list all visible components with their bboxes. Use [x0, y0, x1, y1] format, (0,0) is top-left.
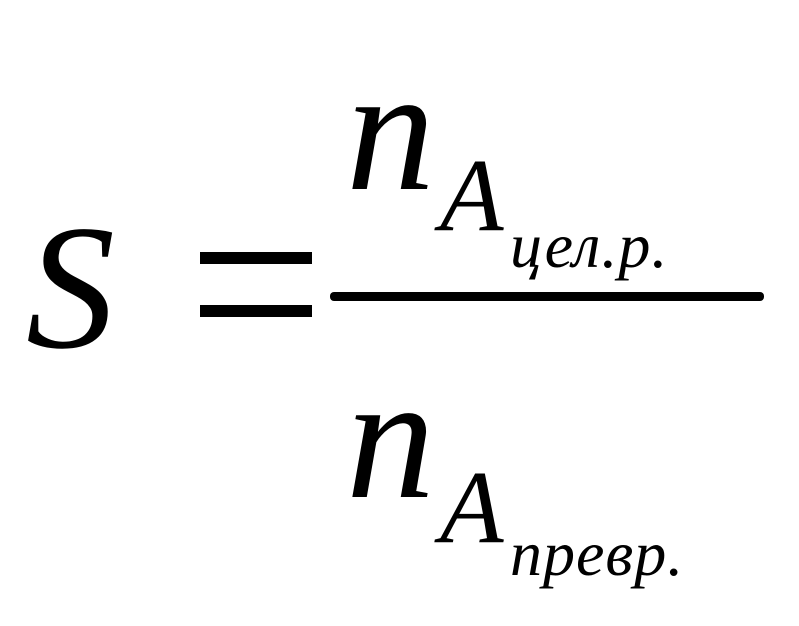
lhs-variable-s: S [26, 188, 115, 386]
denominator-symbol-n: n [346, 338, 435, 536]
numerator-subscript-a: A [440, 138, 504, 253]
numerator-symbol-n: n [346, 30, 435, 228]
fraction-bar [330, 292, 764, 301]
denominator-subscript-a: A [440, 450, 504, 565]
denominator-subscript-label: превр. [510, 518, 685, 589]
equals-sign-bottom-bar [200, 305, 312, 317]
equals-sign-top-bar [200, 252, 312, 264]
numerator-subscript-label: цел.р. [510, 210, 669, 281]
